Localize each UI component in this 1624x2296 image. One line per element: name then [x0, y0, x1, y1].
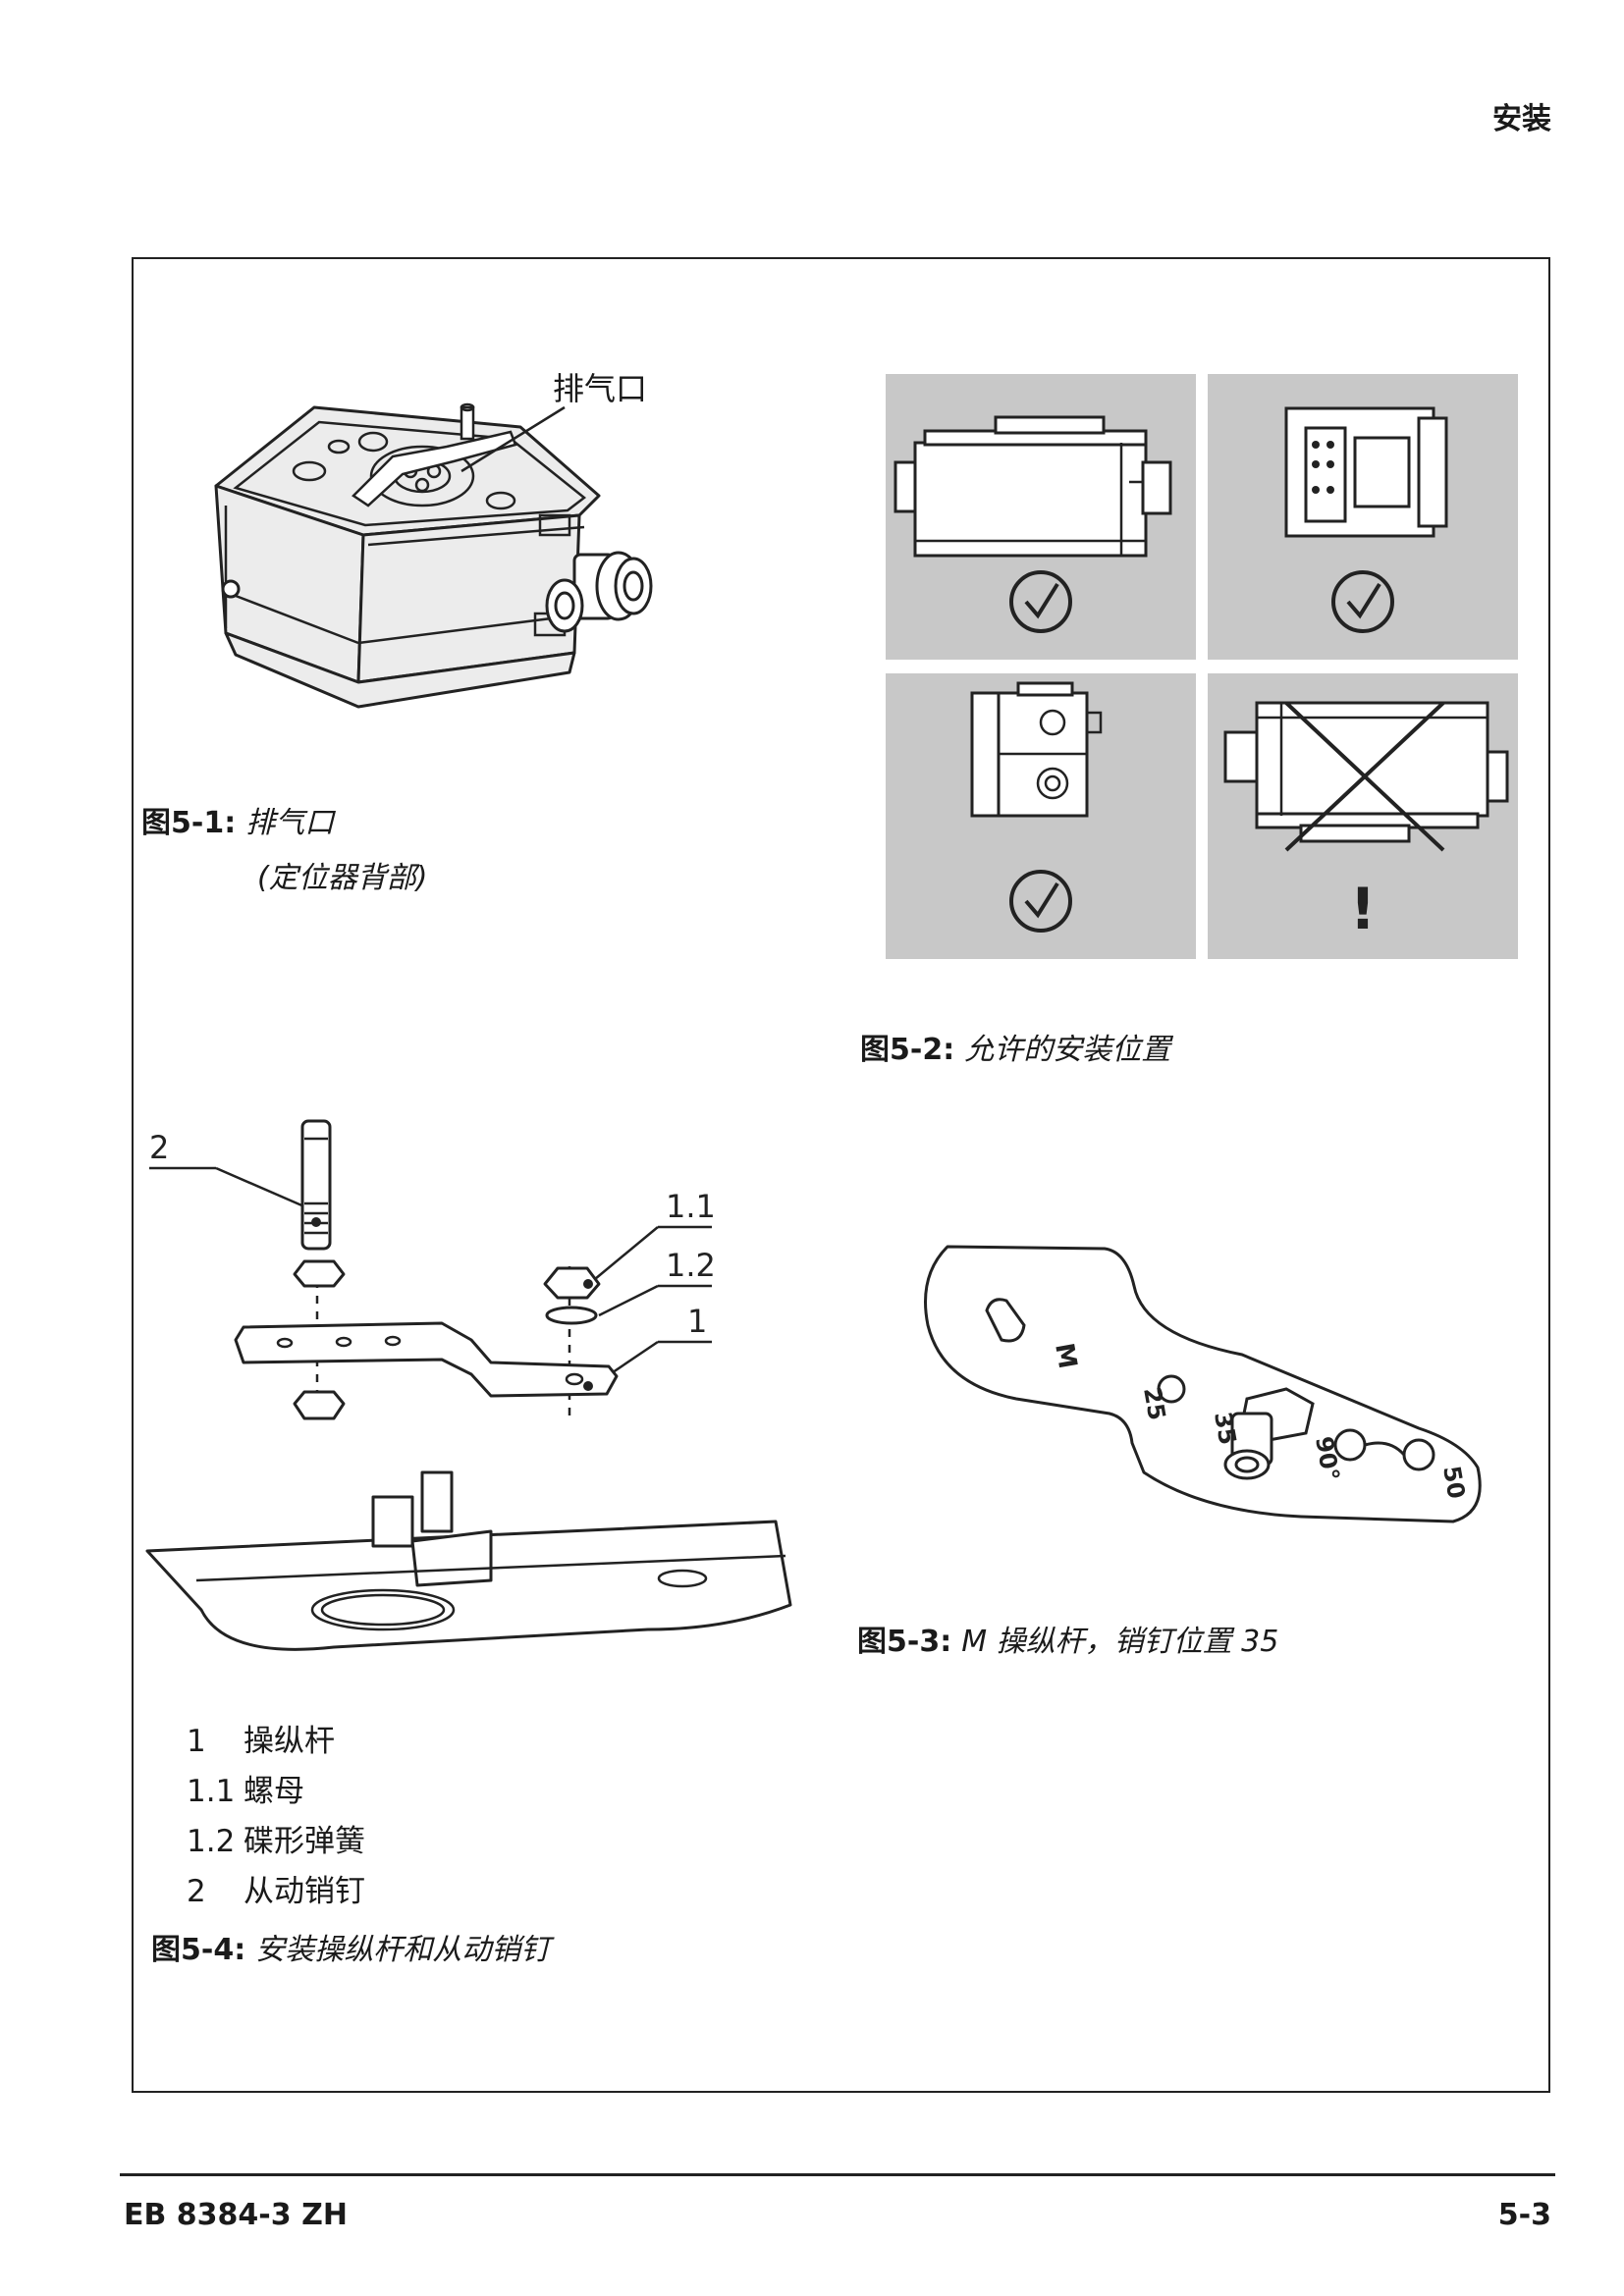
fig3-caption: 图5-3: M 操纵杆，销钉位置 35 — [857, 1617, 1278, 1660]
fig2-caption: 图5-2: 允许的安装位置 — [860, 1025, 1170, 1068]
check-circle-icon — [1009, 570, 1072, 633]
fig1-caption: 图5-1:排气口 — [141, 798, 334, 841]
mounting-panel-horizontal — [886, 374, 1196, 660]
fig1-caption-sub: (定位器背部) — [257, 861, 428, 895]
mounting-panel-vertical — [886, 673, 1196, 959]
section-title: 安装 — [1492, 102, 1551, 136]
fig1-callout-exhaust: 排气口 — [553, 370, 648, 407]
figure-frame — [132, 257, 1550, 2093]
page-number: 5-3 — [1497, 2198, 1551, 2232]
fig4-caption-label: 图5-4: — [151, 1933, 246, 1967]
fig4-caption-text: 安装操纵杆和从动销钉 — [255, 1933, 551, 1967]
fig1-caption-label: 图5-1: — [141, 806, 237, 840]
mounting-panel-end-view — [1208, 374, 1518, 660]
positioner-back-illustration — [214, 402, 653, 709]
mounting-panel-upside-down: ! — [1208, 673, 1518, 959]
document-id: EB 8384-3 ZH — [124, 2198, 348, 2232]
lever-assembly-illustration: 2 1.1 1.2 1 — [145, 1119, 792, 1651]
fig1-caption-text: 排气口 — [245, 806, 335, 840]
fig2-caption-label: 图5-2: — [860, 1033, 955, 1067]
lever-letter-m: M — [1049, 1341, 1082, 1371]
callout-1: 1 — [687, 1303, 707, 1340]
fig2-caption-text: 允许的安装位置 — [964, 1033, 1171, 1067]
callout-1-2: 1.2 — [666, 1247, 716, 1284]
check-circle-icon — [1331, 570, 1394, 633]
fig4-caption: 图5-4: 安装操纵杆和从动销钉 — [151, 1925, 550, 1968]
m-lever-illustration: M 25 35 90° 50 — [924, 1245, 1482, 1523]
check-circle-icon — [1009, 870, 1072, 933]
callout-2: 2 — [149, 1129, 169, 1166]
callout-1-1: 1.1 — [666, 1188, 716, 1225]
exclamation-icon: ! — [1350, 876, 1376, 942]
position-label-25: 25 — [1138, 1385, 1170, 1422]
fig3-caption-label: 图5-3: — [857, 1625, 952, 1659]
position-label-35: 35 — [1209, 1410, 1241, 1447]
fig3-caption-text: M 操纵杆，销钉位置 35 — [961, 1625, 1279, 1659]
position-label-50: 50 — [1437, 1464, 1470, 1501]
footer-rule — [120, 2173, 1555, 2176]
